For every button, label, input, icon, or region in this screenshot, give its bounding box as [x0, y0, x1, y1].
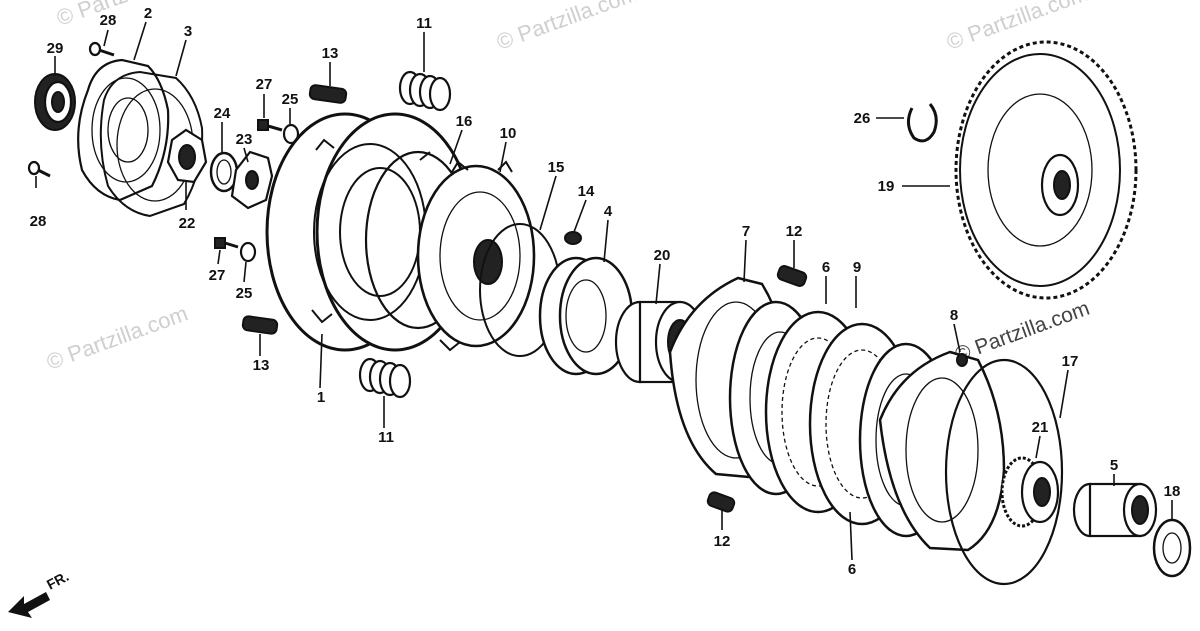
leader-lines: [35, 21, 1173, 561]
part-label: 2: [144, 5, 152, 22]
part-label: 29: [47, 40, 64, 57]
screw-part[interactable]: [27, 41, 115, 178]
bearing-part[interactable]: [34, 73, 76, 131]
gear-part[interactable]: [1000, 456, 1060, 528]
watermark: © Partzilla.com: [53, 0, 201, 31]
washer-part[interactable]: [239, 123, 300, 263]
part-label: 20: [654, 247, 671, 264]
part-label: 13: [253, 357, 270, 374]
part-label: 24: [214, 105, 231, 122]
part-label: 18: [1164, 483, 1181, 500]
nut-part[interactable]: [166, 128, 208, 184]
one-way-clutch-part[interactable]: [538, 256, 634, 376]
part-label: 3: [184, 23, 192, 40]
circlip-part[interactable]: [907, 103, 938, 143]
circlip-part[interactable]: [944, 358, 1064, 586]
washer-part[interactable]: [1152, 518, 1192, 578]
part-label: 27: [256, 76, 273, 93]
watermark: © Partzilla.com: [43, 301, 191, 375]
part-label: 23: [236, 131, 253, 148]
part-label: 10: [500, 125, 517, 142]
front-direction-arrow-icon: [8, 592, 50, 618]
part-label: 9: [853, 259, 861, 276]
front-label: FR.: [44, 568, 71, 593]
part-label: 11: [416, 15, 432, 32]
watermark: © Partzilla.com: [493, 0, 641, 55]
part-label: 11: [378, 429, 394, 446]
part-label: 4: [604, 203, 613, 220]
spring-part[interactable]: [706, 265, 808, 513]
part-label: 8: [950, 307, 958, 324]
coil-spring-part[interactable]: [358, 70, 452, 399]
part-label: 5: [1110, 457, 1118, 474]
part-label: 7: [742, 223, 750, 240]
part-label: 28: [30, 213, 47, 230]
spring-part[interactable]: [241, 84, 348, 335]
part-label: 28: [100, 12, 117, 29]
part-label: 12: [714, 533, 731, 550]
part-label: 25: [282, 91, 299, 108]
driven-gear-part[interactable]: [954, 40, 1138, 300]
cover-plate-part[interactable]: [77, 58, 170, 202]
needle-bearing-part[interactable]: [1072, 482, 1158, 538]
part-label: 16: [456, 113, 473, 130]
part-label: 15: [548, 159, 565, 176]
part-label: 26: [854, 110, 871, 127]
lock-plate-part[interactable]: [230, 150, 274, 210]
part-label: 25: [236, 285, 253, 302]
part-label: 6: [848, 561, 856, 578]
part-label: 22: [179, 215, 196, 232]
part-label: 19: [878, 178, 895, 195]
part-label: 17: [1062, 353, 1079, 370]
part-label: 1: [317, 389, 325, 406]
part-label: 13: [322, 45, 339, 62]
part-label: 12: [786, 223, 803, 240]
pressure-plate-part[interactable]: [878, 350, 1006, 552]
pin-part[interactable]: [564, 231, 582, 245]
part-label: 27: [209, 267, 226, 284]
bolt-part[interactable]: [214, 119, 283, 249]
part-label: 14: [578, 183, 595, 200]
clutch-center-part[interactable]: [416, 160, 536, 352]
part-label: 21: [1032, 419, 1049, 436]
part-label: 6: [822, 259, 830, 276]
